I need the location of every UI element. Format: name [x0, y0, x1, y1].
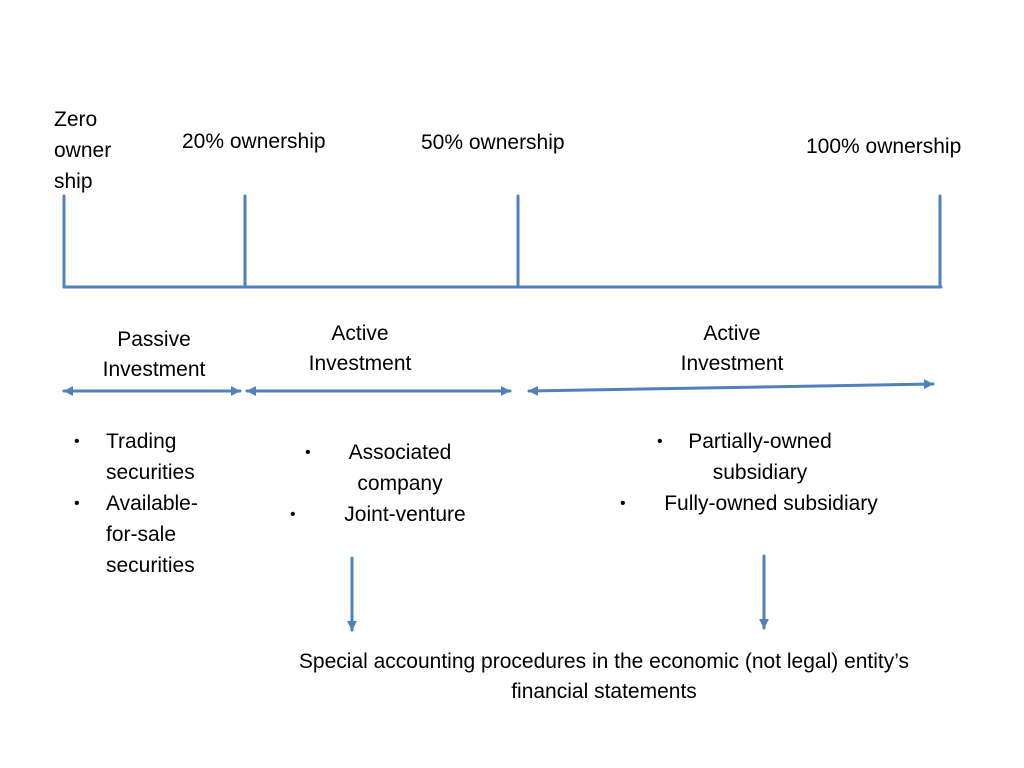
- label-zero-ownership: Zero owner ship: [54, 108, 112, 193]
- list-item: • Associated company: [300, 437, 490, 499]
- bullet: •: [74, 495, 80, 512]
- range-title-passive: Passive Investment: [102, 328, 206, 381]
- list-item-text: Associated company: [348, 441, 452, 495]
- active-range-arrow-2: [527, 379, 935, 396]
- list-item-text: Trading securities: [106, 430, 195, 484]
- range-title-active-1: Active Investment: [308, 322, 412, 375]
- label-20-ownership: 20% ownership: [182, 130, 326, 153]
- active-investment-list-1: • Associated company • Joint-venture: [290, 437, 490, 530]
- active-investment-list-2: • Partially-owned subsidiary • Fully-own…: [620, 426, 900, 519]
- label-50-ownership: 50% ownership: [421, 131, 565, 154]
- list-item-text: Joint-venture: [344, 503, 466, 526]
- list-item: • Partially-owned subsidiary: [630, 426, 900, 488]
- conclusion-text: Special accounting procedures in the eco…: [298, 650, 910, 703]
- list-item: • Joint-venture: [290, 499, 490, 530]
- bullet: •: [305, 444, 311, 461]
- bullet: •: [74, 433, 80, 450]
- list-item-text: Fully-owned subsidiary: [664, 492, 878, 515]
- list-item: • Fully-owned subsidiary: [620, 488, 900, 519]
- list-item-text: Partially-owned subsidiary: [688, 430, 832, 484]
- list-item: • Trading securities: [74, 426, 216, 488]
- label-100-ownership: 100% ownership: [806, 135, 962, 158]
- bullet: •: [657, 433, 663, 450]
- list-item-text: Available-for-sale securities: [106, 492, 198, 577]
- bullet: •: [290, 506, 296, 523]
- passive-investment-list: • Trading securities • Available-for-sal…: [74, 426, 216, 581]
- range-title-active-2: Active Investment: [680, 322, 784, 375]
- bullet: •: [620, 495, 626, 512]
- list-item: • Available-for-sale securities: [74, 488, 216, 581]
